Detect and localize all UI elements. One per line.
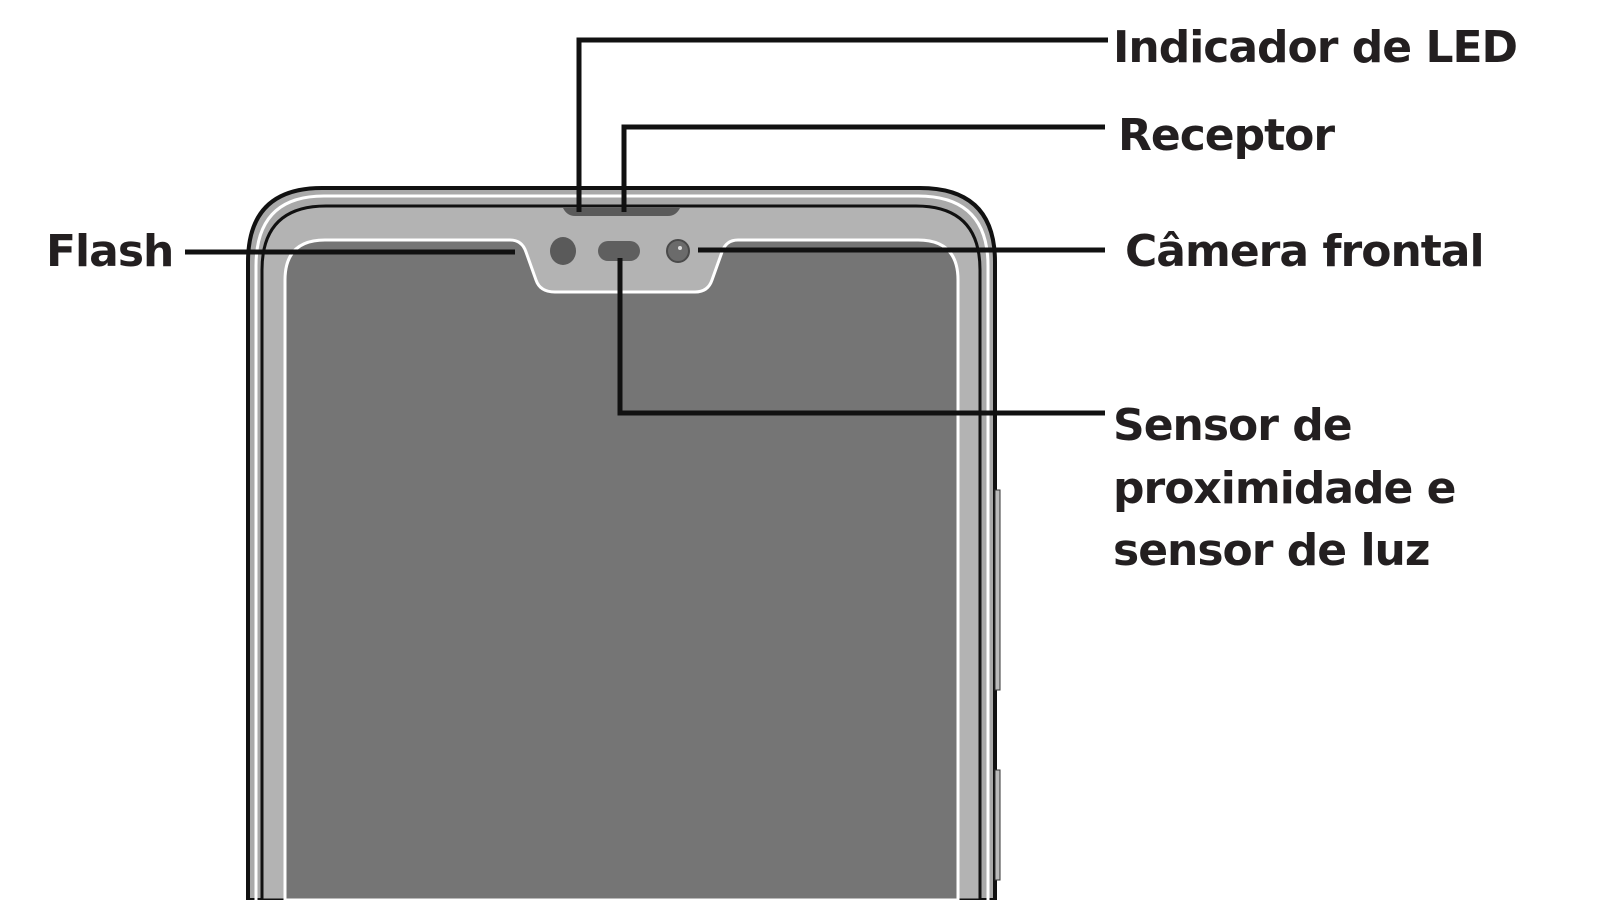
label-sensor-line3: sensor de luz bbox=[1113, 525, 1429, 576]
sensor-leader-line bbox=[617, 258, 1105, 416]
screen bbox=[283, 238, 960, 900]
side-button bbox=[994, 489, 1001, 691]
camera-lens-glint bbox=[678, 246, 682, 250]
leader-lines bbox=[185, 37, 1108, 416]
led-leader-line bbox=[576, 37, 1108, 212]
label-front-camera: Câmera frontal bbox=[1125, 226, 1484, 277]
receiver-leader-line bbox=[621, 124, 1105, 212]
label-receiver: Receptor bbox=[1118, 110, 1335, 161]
label-sensor-line2: proximidade e bbox=[1113, 463, 1456, 514]
side-button bbox=[994, 769, 1001, 881]
label-led-indicator: Indicador de LED bbox=[1113, 22, 1517, 73]
flash-icon bbox=[550, 237, 576, 265]
proximity-sensor-icon bbox=[598, 241, 640, 261]
bezel-highlight bbox=[254, 194, 990, 900]
label-sensor-line1: Sensor de bbox=[1113, 400, 1352, 451]
front-camera-icon bbox=[666, 239, 690, 263]
label-flash: Flash bbox=[46, 226, 173, 277]
